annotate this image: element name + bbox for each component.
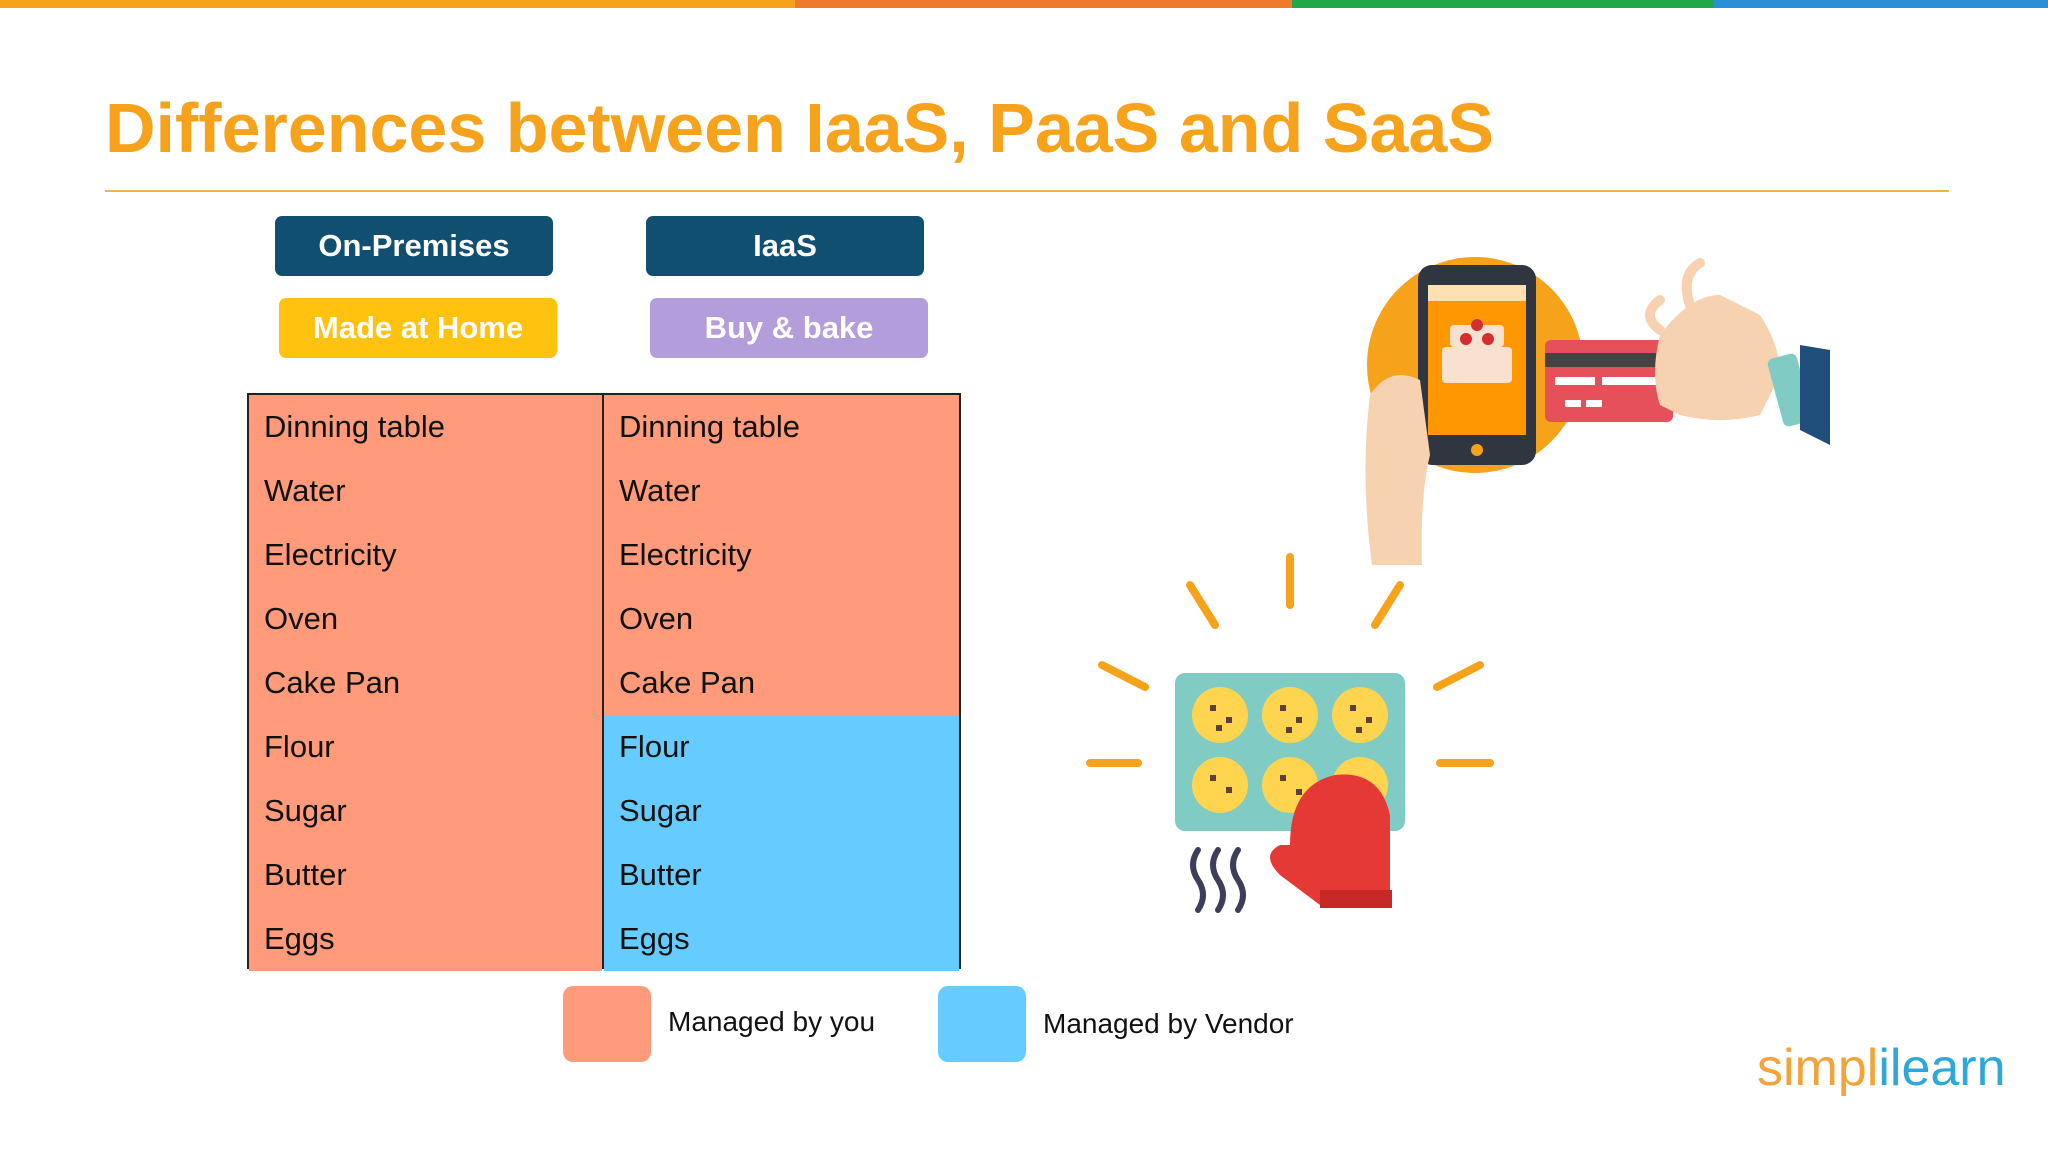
table-cell: Oven: [604, 587, 959, 651]
table-cell: Electricity: [249, 523, 602, 587]
top-bar-segment: [1714, 0, 2048, 8]
table-cell: Dinning table: [604, 395, 959, 459]
legend-label-you: Managed by you: [668, 1006, 876, 1037]
subheader-buy-bake: Buy & bake: [650, 298, 928, 358]
table-cell: Water: [249, 459, 602, 523]
column-on-premises: Dinning table Water Electricity Oven Cak…: [249, 395, 604, 971]
subheader-made-at-home: Made at Home: [279, 298, 557, 358]
logo-part-2: ilearn: [1878, 1039, 2006, 1097]
table-cell: Eggs: [249, 907, 602, 971]
top-bar-segment: [0, 0, 795, 8]
table-cell: Flour: [604, 715, 959, 779]
table-cell: Butter: [249, 843, 602, 907]
table-cell: Cake Pan: [249, 651, 602, 715]
comparison-table: Dinning table Water Electricity Oven Cak…: [247, 393, 961, 971]
table-cell: Dinning table: [249, 395, 602, 459]
column-iaas: Dinning table Water Electricity Oven Cak…: [604, 395, 959, 971]
table-cell: Electricity: [604, 523, 959, 587]
legend-swatch-vendor: [938, 986, 1026, 1062]
table-cell: Oven: [249, 587, 602, 651]
baking-tray-icon: [1086, 553, 1494, 913]
table-cell: Cake Pan: [604, 651, 959, 715]
table-cell: Butter: [604, 843, 959, 907]
legend-label-vendor: Managed by Vendor: [1043, 1008, 1294, 1039]
top-color-bar: [0, 0, 2048, 8]
title-divider: [105, 190, 1949, 192]
header-iaas: IaaS: [646, 216, 924, 276]
slide-title: Differences between IaaS, PaaS and SaaS: [105, 89, 1494, 167]
table-cell: Eggs: [604, 907, 959, 971]
simplilearn-logo: simplilearn: [1757, 1038, 2006, 1098]
table-cell: Water: [604, 459, 959, 523]
table-cell: Sugar: [604, 779, 959, 843]
phone-payment-icon: [1365, 257, 1830, 565]
header-on-premises: On-Premises: [275, 216, 553, 276]
table-cell: Flour: [249, 715, 602, 779]
top-bar-segment: [795, 0, 1292, 8]
legend-swatch-you: [563, 986, 651, 1062]
logo-part-1: simpl: [1757, 1039, 1879, 1097]
top-bar-segment: [1292, 0, 1714, 8]
table-cell: Sugar: [249, 779, 602, 843]
